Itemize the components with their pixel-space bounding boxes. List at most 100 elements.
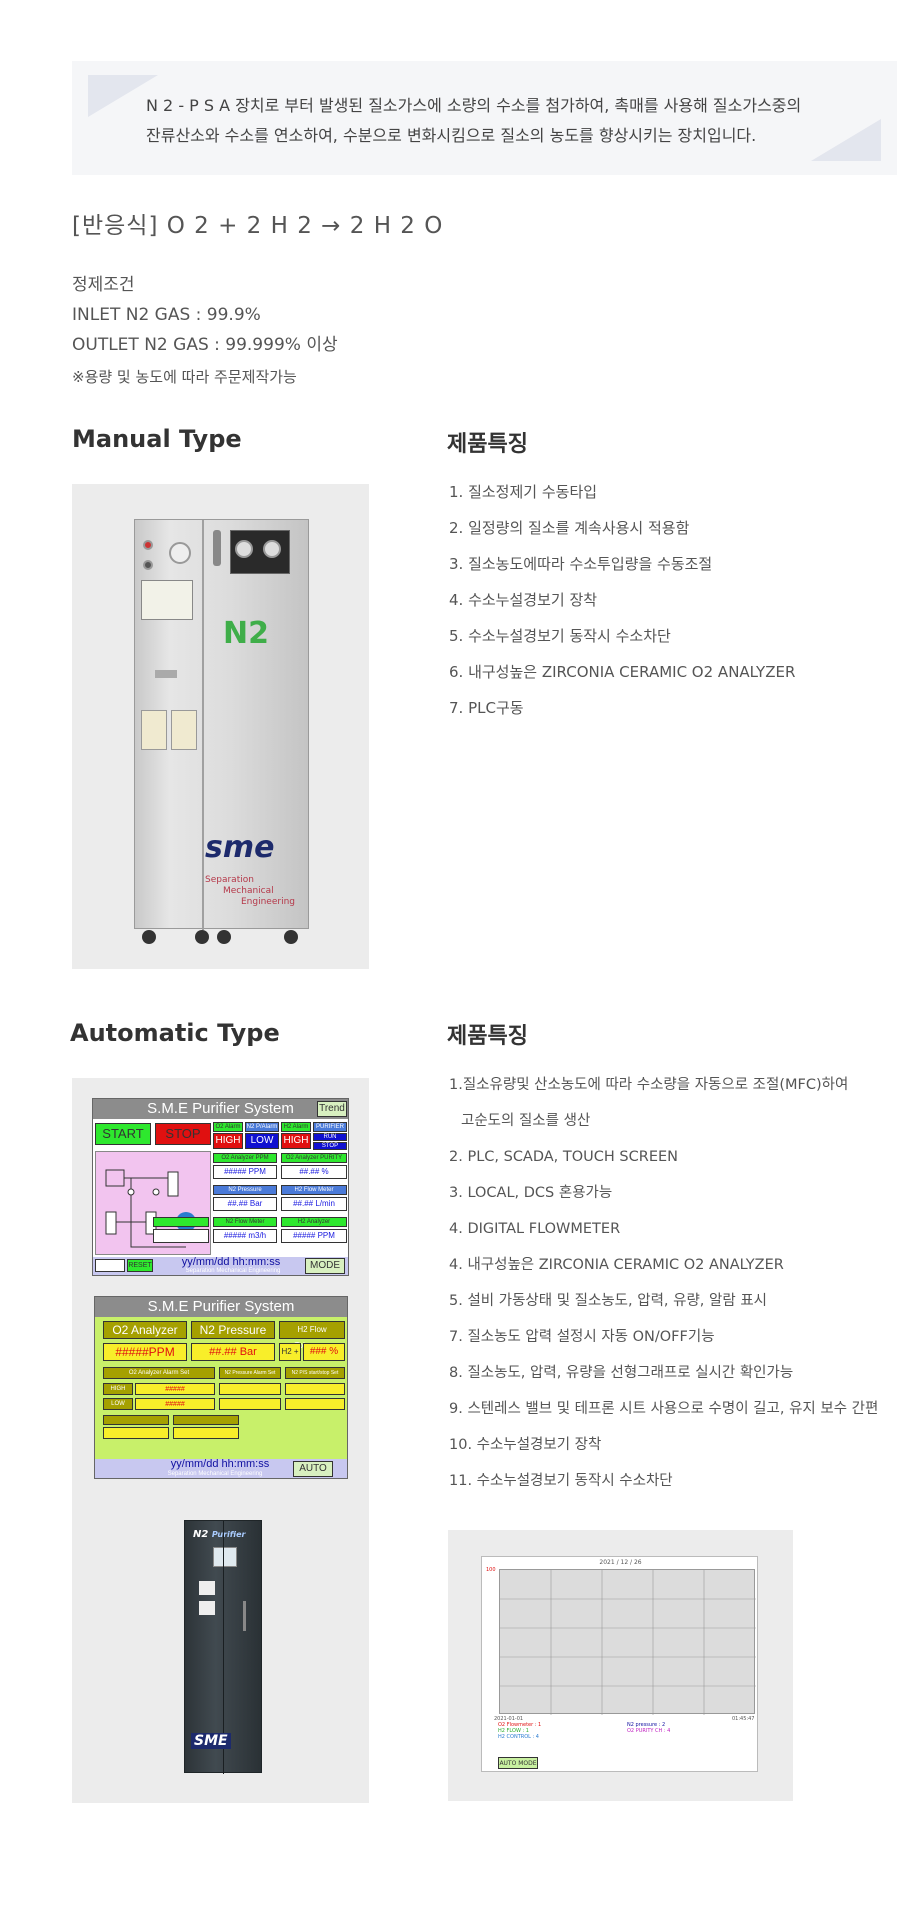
caster-wheel bbox=[284, 930, 298, 944]
h2-plus-label: H2 + bbox=[279, 1343, 301, 1361]
start-button[interactable]: START bbox=[95, 1123, 151, 1145]
label-box bbox=[153, 1217, 209, 1227]
list-item: 8. 질소농도, 압력, 유량을 선형그래프로 실시간 확인가능 bbox=[449, 1365, 794, 1381]
list-item: 6. 내구성높은 ZIRCONIA CERAMIC O2 ANALYZER bbox=[449, 663, 796, 681]
logo-subtitle-2: Mechanical bbox=[223, 886, 274, 896]
n2-high-set-value[interactable] bbox=[219, 1383, 281, 1395]
purifier-cabinet: N2 sme Separation Mechanical Engineering bbox=[134, 519, 309, 930]
automatic-features-heading: 제품특징 bbox=[447, 1024, 528, 1049]
list-item: 4. 내구성높은 ZIRCONIA CERAMIC O2 ANALYZER bbox=[449, 1257, 784, 1273]
list-item: 5. 설비 가동상태 및 질소농도, 압력, 유량, 알람 표시 bbox=[449, 1293, 767, 1309]
h2-analyzer-label: H2 Analyzer bbox=[281, 1217, 347, 1227]
touch-screen bbox=[213, 1547, 237, 1567]
mode-button[interactable]: MODE bbox=[305, 1258, 345, 1274]
o2-purity-value: ##.## % bbox=[281, 1165, 347, 1179]
filter-value bbox=[95, 1259, 125, 1272]
n2-pressure-label: N2 Pressure bbox=[191, 1321, 275, 1339]
list-item: 9. 스텐레스 밸브 및 테프론 시트 사용으로 수명이 길고, 유지 보수 간… bbox=[449, 1401, 879, 1417]
label-box bbox=[103, 1415, 169, 1425]
logo-subtitle-1: Separation bbox=[205, 875, 254, 885]
chart-legend-left: O2 Flowmeter : 1 H2 FLOW : 1 H2 CONTROL … bbox=[498, 1722, 541, 1740]
o2-ppm-value: ##### PPM bbox=[213, 1165, 277, 1179]
automatic-type-heading: Automatic Type bbox=[70, 1019, 280, 1047]
caster-wheel bbox=[142, 930, 156, 944]
value-box[interactable] bbox=[103, 1427, 169, 1439]
purifier-cabinet-dark: N2 Purifier SME bbox=[184, 1520, 262, 1774]
company-name: Separation Mechanical Engineering bbox=[167, 1471, 263, 1477]
n2-flow-value: ##### m3/h bbox=[213, 1229, 277, 1243]
n2p-high-set-value[interactable] bbox=[285, 1383, 345, 1395]
legend-item: N2 pressure : 2 bbox=[627, 1722, 666, 1728]
n2p-set-label: N2 P/S start/stop Set bbox=[285, 1367, 345, 1379]
h2-analyzer-value: ##### PPM bbox=[281, 1229, 347, 1243]
o2-alarm-set-label: O2 Analyzer Alarm Set bbox=[103, 1367, 215, 1379]
outlet-gas: OUTLET N2 GAS : 99.999% 이상 bbox=[72, 335, 338, 355]
list-item: 2. 일정량의 질소를 계속사용시 적용함 bbox=[449, 519, 690, 537]
purification-conditions: 정제조건 INLET N2 GAS : 99.9% OUTLET N2 GAS … bbox=[72, 270, 338, 360]
n2-pressure-label: N2 Pressure bbox=[213, 1185, 277, 1195]
reaction-formula: [반응식] O 2 + 2 H 2 → 2 H 2 O bbox=[72, 213, 444, 239]
hmi-footer: RESET yy/mm/dd hh:mm:ss Separation Mecha… bbox=[93, 1257, 348, 1275]
purifier-text: Purifier bbox=[211, 1530, 246, 1539]
automatic-type-image: S.M.E Purifier System Trend START STOP O… bbox=[72, 1078, 369, 1803]
trend-screen: 2021 / 12 / 26 100 2021-01-01 01:45:47 O… bbox=[481, 1556, 758, 1772]
o2-high-indicator: HIGH bbox=[213, 1133, 243, 1149]
automatic-features-list: 1.질소유량및 산소농도에 따라 수소량을 자동으로 조절(MFC)하여 고순도… bbox=[449, 1067, 878, 1499]
o2-analyzer-purity-label: O2 Analyzer PURITY bbox=[281, 1153, 347, 1163]
custom-order-note: ※용량 및 농도에 따라 주문제작가능 bbox=[72, 368, 297, 386]
legend-item: O2 Flowmeter : 1 bbox=[498, 1722, 542, 1728]
auto-button[interactable]: AUTO bbox=[293, 1461, 333, 1477]
reset-button[interactable]: RESET bbox=[127, 1259, 153, 1272]
n2-alarm-label: N2 P/Alarm bbox=[245, 1122, 279, 1132]
grid-lines bbox=[500, 1570, 756, 1715]
stop-button[interactable]: STOP bbox=[155, 1123, 211, 1145]
y-axis-top: 100 bbox=[486, 1567, 496, 1573]
legend-item: H2 CONTROL : 4 bbox=[498, 1734, 539, 1740]
corner-decoration bbox=[811, 119, 881, 161]
hmi-screen-main: S.M.E Purifier System Trend START STOP O… bbox=[92, 1098, 349, 1276]
o2-low-set-value[interactable]: ##### bbox=[135, 1398, 215, 1410]
hmi-title: S.M.E Purifier System bbox=[95, 1297, 347, 1317]
o2-high-set-value[interactable]: ##### bbox=[135, 1383, 215, 1395]
trend-button[interactable]: Trend bbox=[317, 1101, 347, 1117]
intro-line-1: N 2 - P S A 장치로 부터 발생된 질소가스에 소량의 수소를 첨가하… bbox=[146, 96, 802, 115]
low-label: LOW bbox=[103, 1398, 133, 1410]
n2p-low-set-value[interactable] bbox=[285, 1398, 345, 1410]
hmi-footer: yy/mm/dd hh:mm:ss Separation Mechanical … bbox=[95, 1459, 347, 1478]
list-item: 3. 질소농도에따라 수소투입량을 수동조절 bbox=[449, 555, 713, 573]
x-axis-end: 01:45:47 bbox=[732, 1716, 755, 1722]
chart-legend-right: N2 pressure : 2 O2 PURITY CH : 4 bbox=[627, 1722, 670, 1734]
caster-wheel bbox=[195, 930, 209, 944]
inlet-gas: INLET N2 GAS : 99.9% bbox=[72, 305, 261, 325]
intro-line-2: 잔류산소와 수소를 연소하여, 수분으로 변화시킴으로 질소의 농도를 향상시키… bbox=[146, 126, 757, 145]
value-box[interactable] bbox=[173, 1427, 239, 1439]
list-item: 5. 수소누설경보기 동작시 수소차단 bbox=[449, 627, 671, 645]
o2-analyzer-ppm-label: O2 Analyzer PPM bbox=[213, 1153, 277, 1163]
n2-low-indicator: LOW bbox=[245, 1133, 279, 1149]
high-label: HIGH bbox=[103, 1383, 133, 1395]
hmi-title: S.M.E Purifier System bbox=[93, 1099, 348, 1119]
conditions-title: 정제조건 bbox=[72, 275, 135, 295]
auto-mode-button[interactable]: AUTO MODE bbox=[498, 1757, 538, 1769]
list-item: 4. DIGITAL FLOWMETER bbox=[449, 1221, 621, 1237]
hmi-screen-settings: S.M.E Purifier System O2 Analyzer N2 Pre… bbox=[94, 1296, 348, 1479]
list-item: 4. 수소누설경보기 장착 bbox=[449, 591, 598, 609]
n2-text: N2 bbox=[193, 1529, 209, 1540]
cabinet-n2-label: N2 Purifier bbox=[193, 1529, 245, 1540]
list-item: 7. 질소농도 압력 설정시 자동 ON/OFF기능 bbox=[449, 1329, 715, 1345]
n2-low-set-value[interactable] bbox=[219, 1398, 281, 1410]
corner-decoration bbox=[88, 75, 158, 117]
h2-high-indicator: HIGH bbox=[281, 1133, 311, 1149]
n2-alarm-set-label: N2 Pressure Alarm Set bbox=[219, 1367, 281, 1379]
h2-flow-value: ##.## L/min bbox=[281, 1197, 347, 1211]
list-item: 1. 질소정제기 수동타입 bbox=[449, 483, 598, 501]
list-item: 2. PLC, SCADA, TOUCH SCREEN bbox=[449, 1149, 678, 1165]
o2-ppm-value: #####PPM bbox=[103, 1343, 187, 1361]
list-item: 10. 수소누설경보기 장착 bbox=[449, 1437, 602, 1453]
n2-flow-label: N2 Flow Meter bbox=[213, 1217, 277, 1227]
manual-features-heading: 제품특징 bbox=[447, 432, 528, 457]
datetime: yy/mm/dd hh:mm:ss bbox=[170, 1458, 270, 1470]
intro-box: N 2 - P S A 장치로 부터 발생된 질소가스에 소량의 수소를 첨가하… bbox=[72, 61, 897, 175]
caster-wheel bbox=[217, 930, 231, 944]
manual-type-heading: Manual Type bbox=[72, 425, 242, 453]
